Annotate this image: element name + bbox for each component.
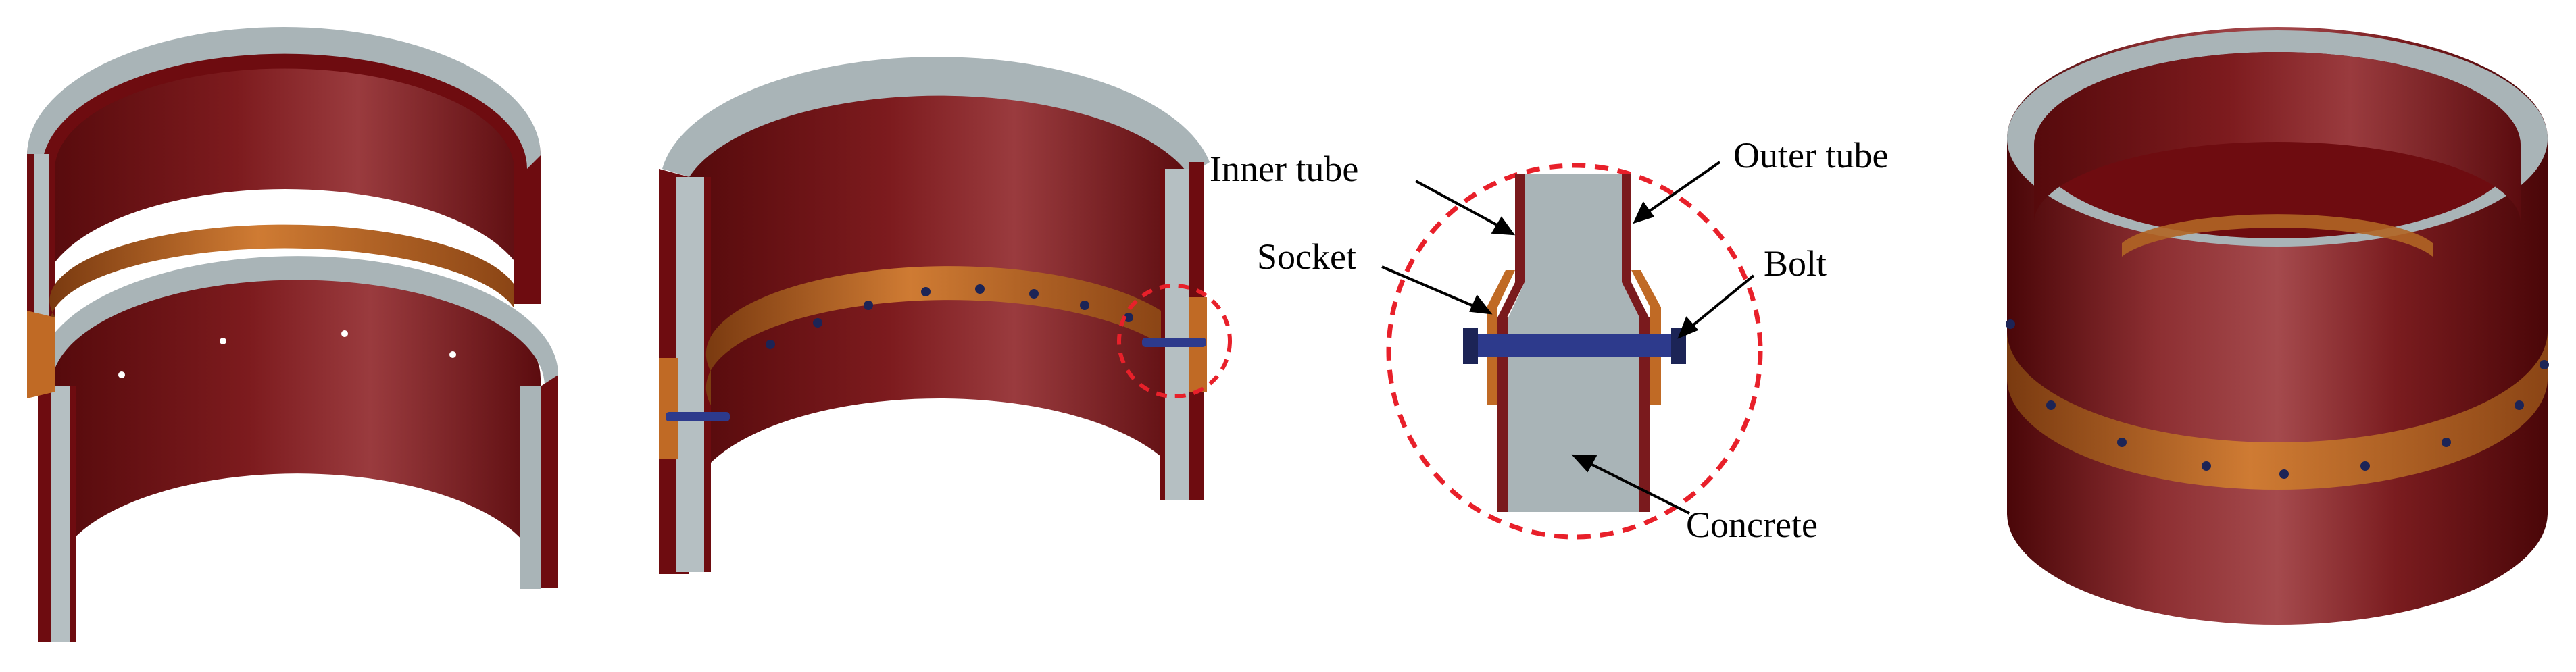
detail-callout-circle[interactable] [1117,284,1232,398]
left-bolt [666,412,730,421]
bolt-shaft [1470,334,1679,357]
socket-left [1487,270,1515,405]
lower-half-front-wall [38,375,51,642]
complete-socket-band [2007,331,2548,490]
lower-half-inner-wall [54,271,541,581]
assembled-top-rim [662,57,1210,178]
label-bolt: Bolt [1764,243,1827,284]
detail-section [1386,163,1763,540]
right-bolt [1142,338,1206,347]
upper-half-top-rim [27,27,541,169]
labels [1381,161,1755,515]
outer-tube-left [1497,317,1508,512]
assembled-socket-ring [705,266,1161,405]
upper-half-inner-wall [42,54,528,297]
lower-half-top-rim [38,256,558,386]
label-concrete: Concrete [1686,505,1818,545]
label-outer-tube: Outer tube [1733,135,1888,176]
inner-tube-left [1515,174,1525,282]
bolt-head-left [1463,328,1478,364]
label-inner-tube: Inner tube [1210,149,1358,189]
exploded-tube-halves [27,27,558,642]
assembled-right-cut-face [1162,169,1193,500]
complete-tube [2006,27,2549,625]
assembled-left-cut-face [676,177,710,572]
assembled-tube-section [659,57,1232,574]
upper-socket-ring [49,224,514,341]
label-socket: Socket [1257,236,1356,277]
